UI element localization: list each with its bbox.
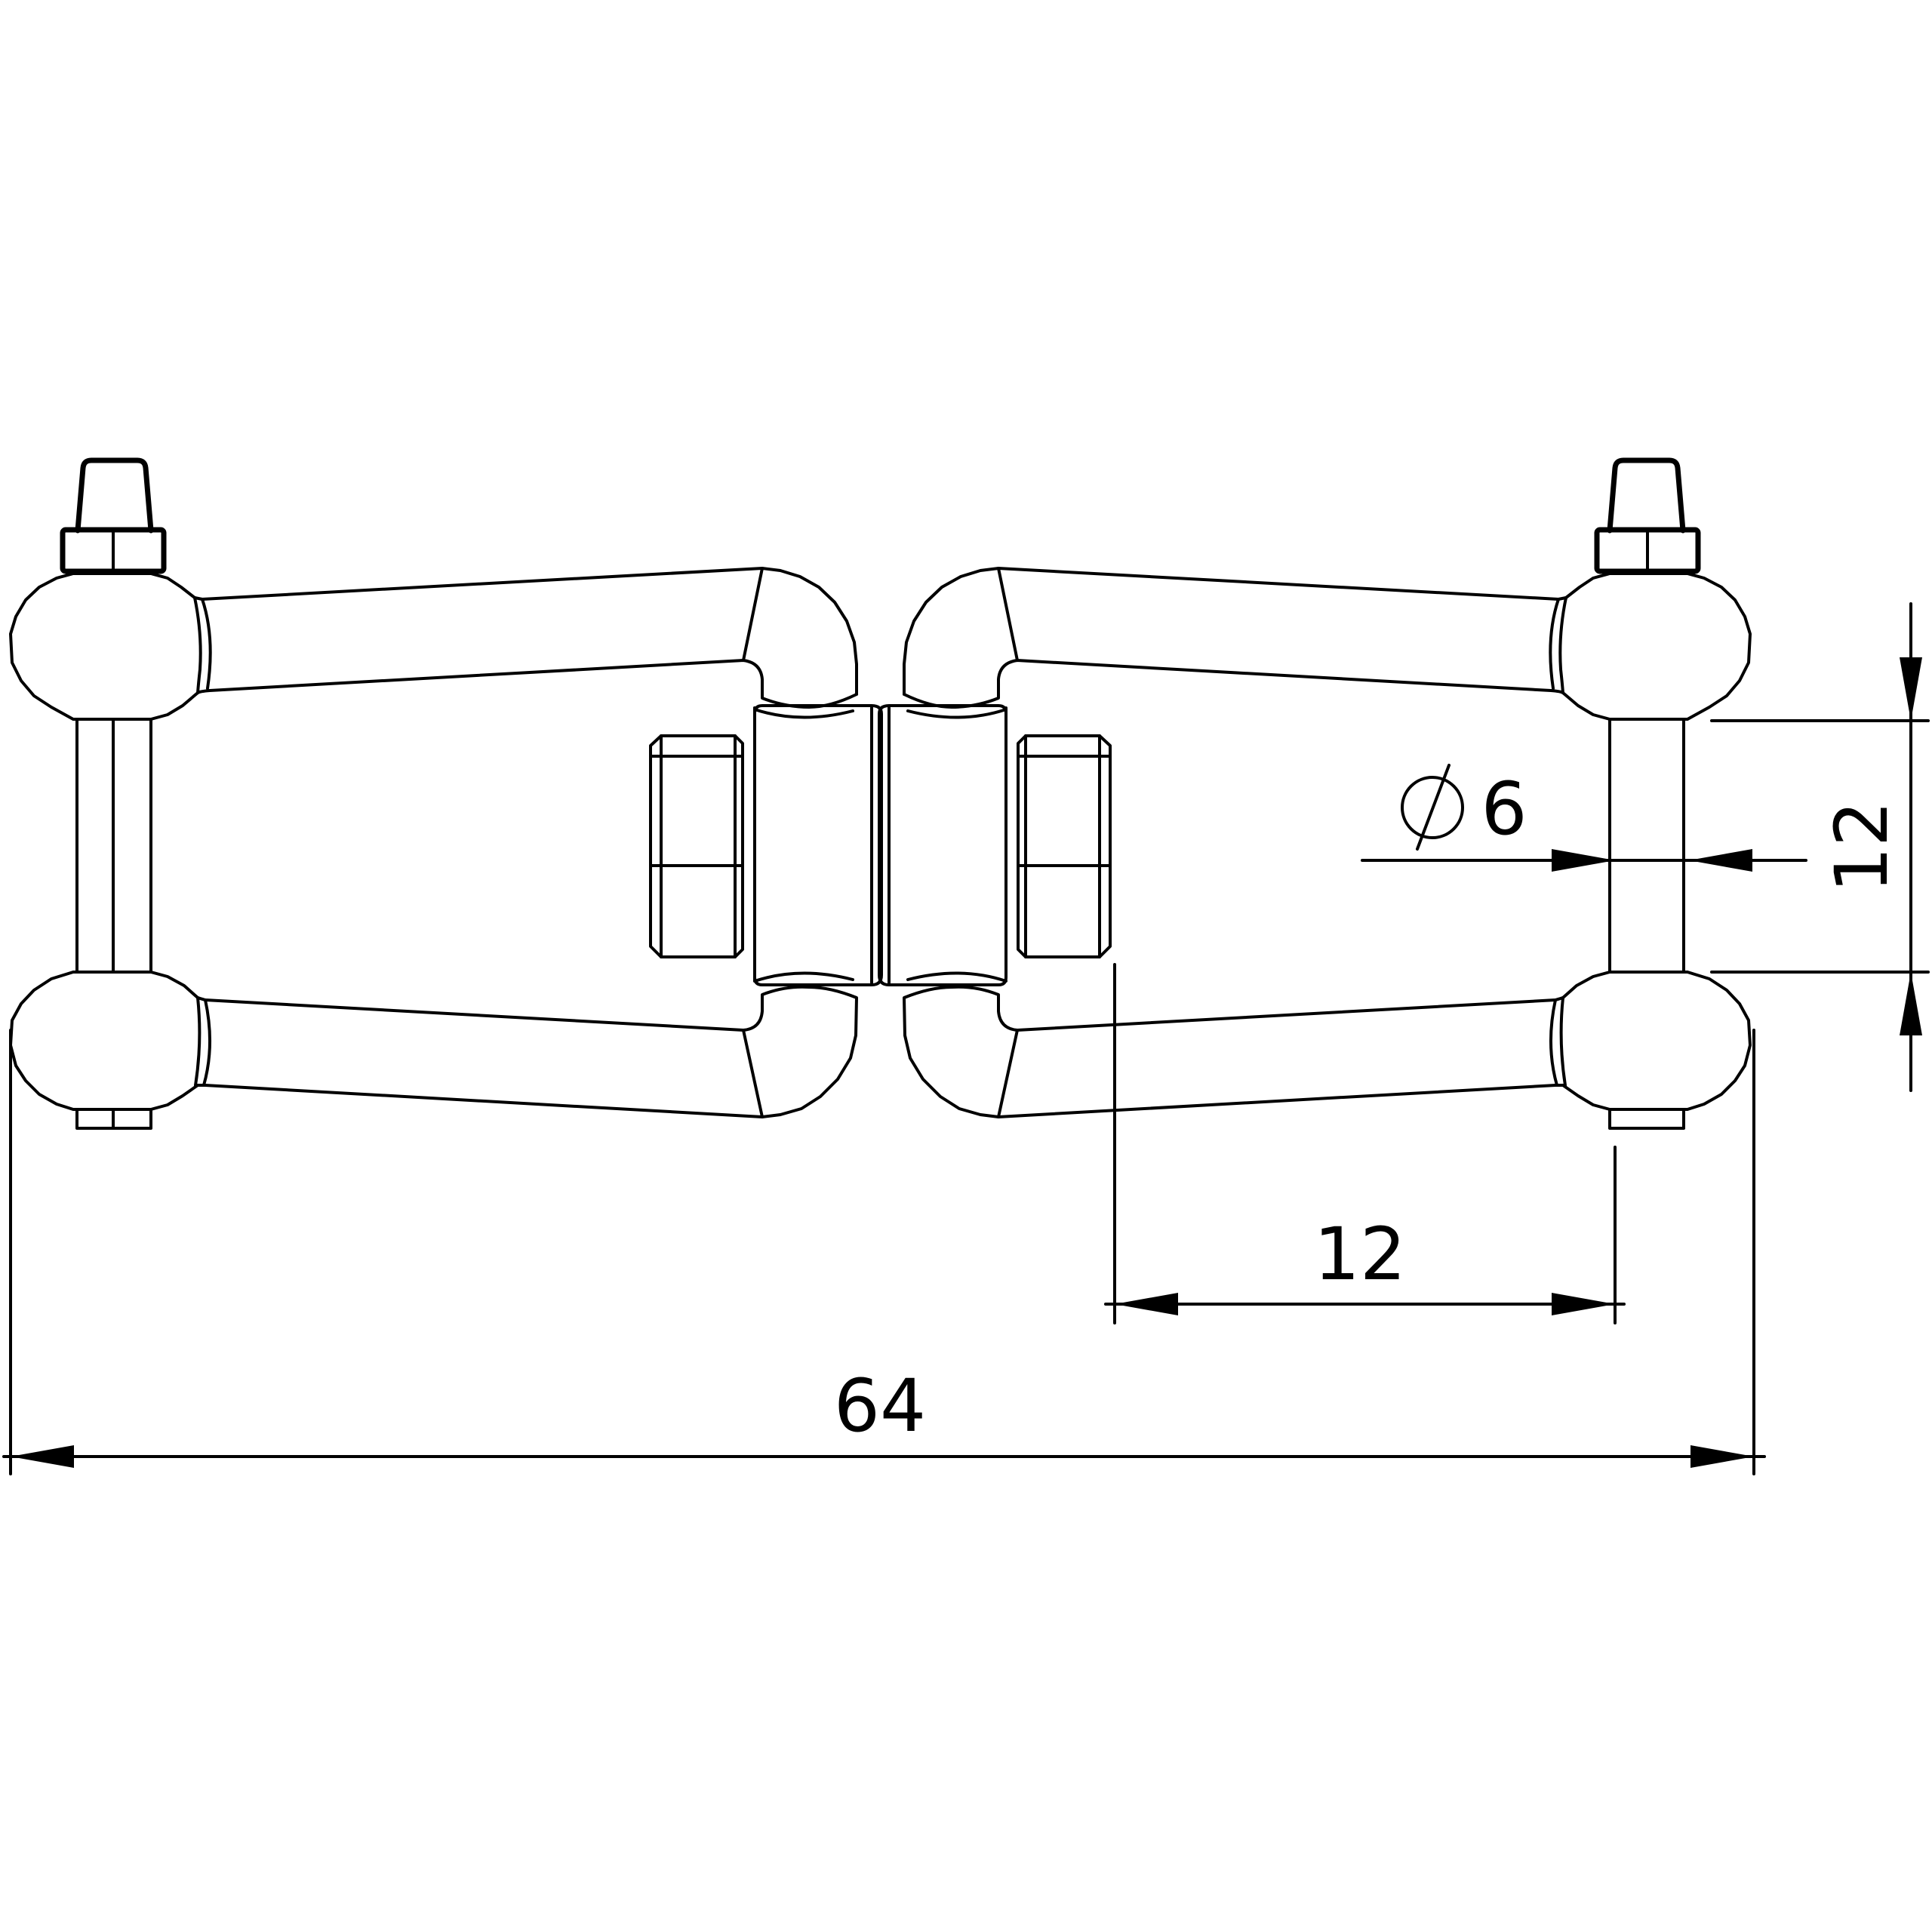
dimension-overall-length: 64 xyxy=(2,1029,1766,1475)
left-hex-nut xyxy=(649,734,744,958)
dimension-inner-height: 12 xyxy=(1710,602,1930,1092)
dimension-label-12-vertical: 12 xyxy=(1820,801,1904,893)
dimension-label-64: 64 xyxy=(834,1364,926,1448)
dimension-pin-diameter: 6 xyxy=(1361,764,1807,872)
dimension-inner-width: 12 xyxy=(1104,963,1626,1324)
right-top-nut-cap xyxy=(1607,457,1686,534)
dimension-label-6: 6 xyxy=(1481,767,1527,851)
left-top-eye xyxy=(9,572,199,721)
diameter-symbol-icon xyxy=(1401,764,1464,851)
left-swivel-body xyxy=(753,704,883,986)
left-top-nut-cap xyxy=(75,457,154,534)
right-shackle xyxy=(878,457,1752,1130)
left-shackle xyxy=(9,457,883,1130)
dimension-label-12-horizontal: 12 xyxy=(1314,1212,1406,1297)
left-bottom-arm xyxy=(196,985,858,1118)
left-bottom-eye xyxy=(9,971,199,1111)
